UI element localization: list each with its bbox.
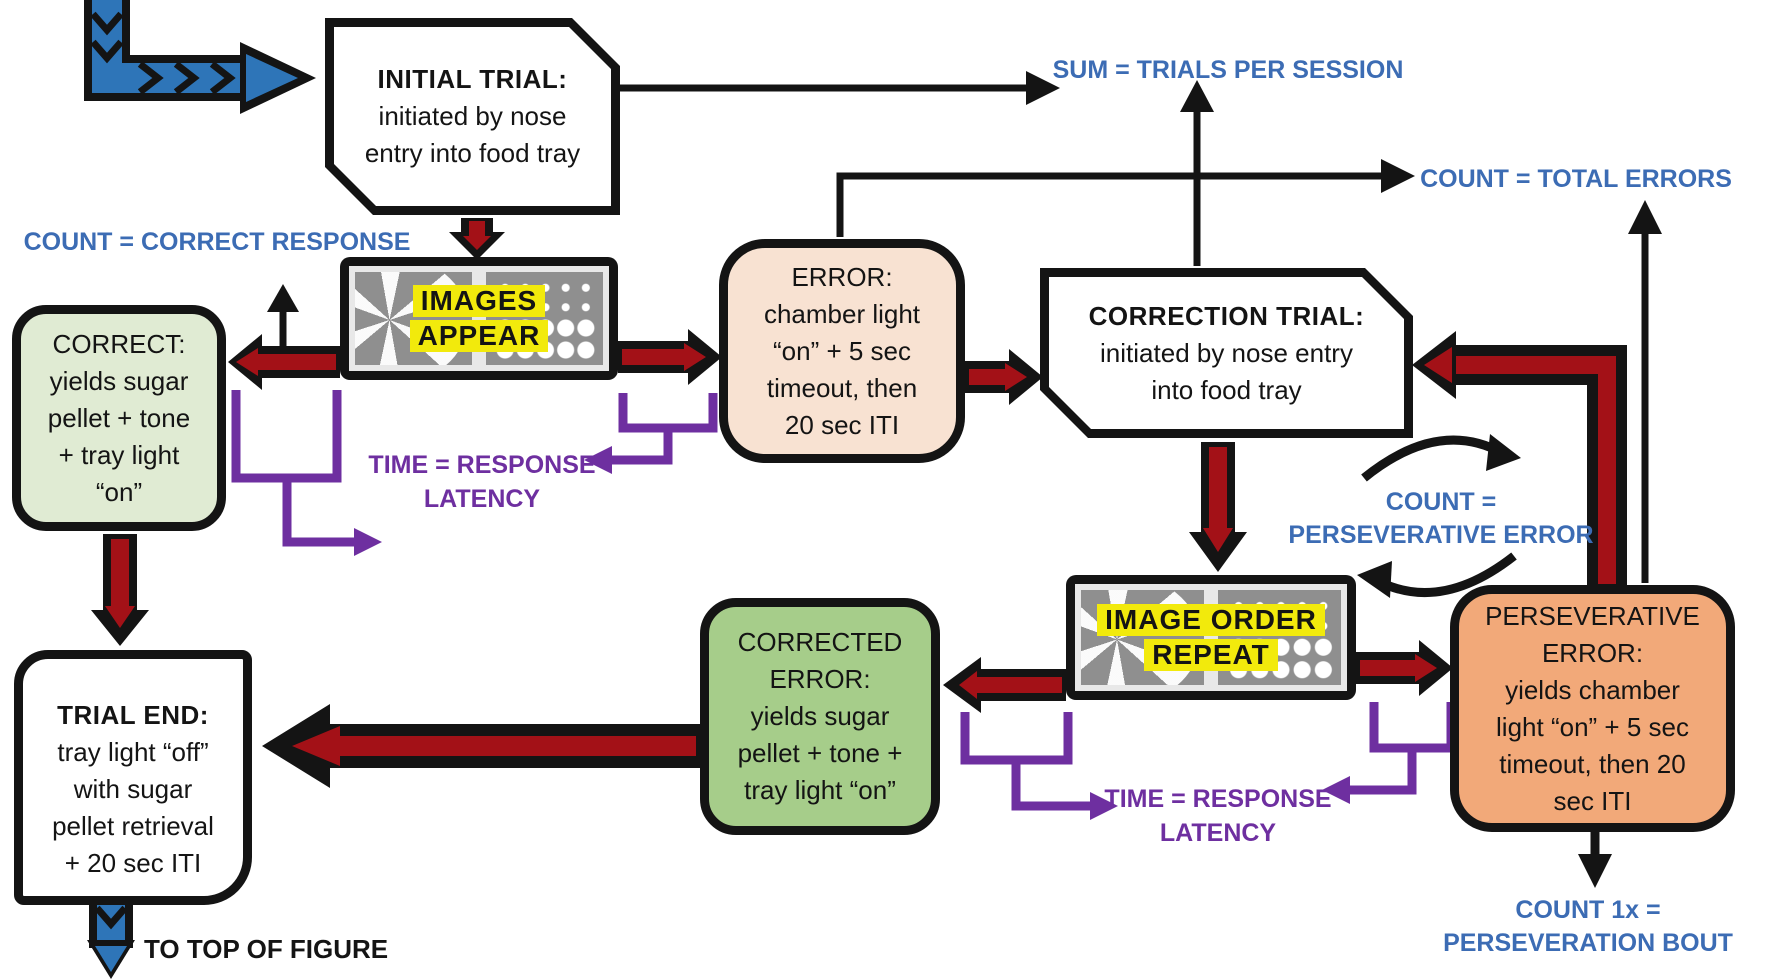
flow-exit-arrow-icon bbox=[87, 902, 135, 979]
perseverative-title: PERSEVERATIVE bbox=[1485, 600, 1700, 631]
trial-end-line: pellet retrieval bbox=[52, 811, 214, 841]
arrow-correction-to-imageorder bbox=[1189, 442, 1247, 572]
corrected-error-line: tray light “on” bbox=[744, 775, 896, 805]
arrow-perseverative-to-total-errors bbox=[1628, 200, 1662, 583]
arrow-correction-to-sum bbox=[1180, 80, 1214, 266]
arrow-perseverative-to-correction bbox=[1412, 331, 1627, 586]
arrow-images-to-error bbox=[618, 329, 722, 385]
error-line: chamber light bbox=[763, 298, 921, 329]
image-order-label: IMAGE ORDER bbox=[1097, 604, 1325, 636]
correct-title: CORRECT: bbox=[52, 328, 186, 359]
arrow-initial-to-images bbox=[449, 218, 505, 260]
correct-line: “on” bbox=[95, 476, 143, 507]
correct-line: + tray light bbox=[58, 439, 180, 470]
time-response-latency-label-1: TIME = RESPONSE LATENCY bbox=[368, 451, 596, 513]
perseverative-line: timeout, then 20 bbox=[1499, 748, 1686, 779]
latency-bracket-correct bbox=[231, 390, 382, 556]
latency-bracket-corrected bbox=[960, 712, 1118, 820]
time-response-latency-label-2: TIME = RESPONSE LATENCY bbox=[1104, 785, 1332, 847]
initial-trial-line: initiated by nose bbox=[378, 101, 567, 131]
arrow-initial-to-sum bbox=[620, 71, 1060, 105]
error-line: timeout, then bbox=[766, 372, 918, 403]
count-correct-response-label: COUNT = CORRECT RESPONSE bbox=[23, 228, 411, 256]
images-appear-label: APPEAR bbox=[409, 320, 549, 352]
error-title: ERROR: bbox=[791, 261, 893, 292]
error-line: “on” + 5 sec bbox=[772, 335, 911, 366]
error-line: 20 sec ITI bbox=[784, 409, 900, 440]
latency-bracket-error bbox=[584, 393, 718, 474]
arrow-images-to-correct bbox=[228, 334, 340, 390]
touchscreen-photo: IMAGES APPEAR bbox=[349, 266, 609, 371]
perseverative-line: yields chamber bbox=[1505, 674, 1680, 705]
correct-line: pellet + tone bbox=[47, 402, 191, 433]
latency-bracket-perseverative bbox=[1322, 702, 1456, 804]
to-top-of-figure-label: TO TOP OF FIGURE bbox=[144, 934, 389, 964]
perseverative-line: sec ITI bbox=[1553, 785, 1632, 816]
arrow-correct-to-trialend bbox=[91, 534, 149, 646]
arrow-imageorder-to-corrected bbox=[943, 657, 1066, 713]
trial-end-line: with sugar bbox=[73, 774, 193, 804]
perseverative-title: ERROR: bbox=[1541, 637, 1644, 668]
images-appear-panel: IMAGES APPEAR bbox=[340, 257, 618, 380]
correction-trial-title: CORRECTION TRIAL: bbox=[1088, 300, 1365, 331]
trial-end-box: TRIAL END: tray light “off” with sugar p… bbox=[14, 650, 252, 905]
initial-trial-box: INITIAL TRIAL: initiated by nose entry i… bbox=[325, 18, 620, 215]
corrected-error-line: pellet + tone + bbox=[737, 738, 903, 768]
corrected-error-title: ERROR: bbox=[769, 664, 871, 694]
correction-trial-box: CORRECTION TRIAL: initiated by nose entr… bbox=[1040, 268, 1413, 438]
correct-box: CORRECT: yields sugar pellet + tone + tr… bbox=[12, 305, 226, 531]
correction-trial-line: into food tray bbox=[1151, 374, 1302, 405]
images-appear-label: IMAGES bbox=[412, 285, 546, 317]
trial-end-line: tray light “off” bbox=[57, 737, 209, 767]
corrected-error-box: CORRECTED ERROR: yields sugar pellet + t… bbox=[700, 598, 940, 835]
count-1x-perseveration-bout-label: COUNT 1x = PERSEVERATION BOUT bbox=[1443, 896, 1733, 957]
arrow-error-to-correction bbox=[965, 349, 1043, 405]
correction-trial-line: initiated by nose entry bbox=[1100, 337, 1353, 368]
flow-entry-arrow-icon bbox=[84, 0, 316, 114]
arrow-perseverative-to-count1x bbox=[1578, 832, 1612, 888]
error-box: ERROR: chamber light “on” + 5 sec timeou… bbox=[719, 239, 965, 463]
trial-end-line: + 20 sec ITI bbox=[64, 848, 202, 878]
perseverative-line: light “on” + 5 sec bbox=[1496, 711, 1689, 742]
count-perseverative-error-label: COUNT = PERSEVERATIVE ERROR bbox=[1288, 488, 1594, 549]
count-total-errors-label: COUNT = TOTAL ERRORS bbox=[1420, 165, 1732, 193]
initial-trial-line: entry into food tray bbox=[364, 138, 581, 168]
sum-trials-per-session-label: SUM = TRIALS PER SESSION bbox=[1052, 56, 1404, 84]
cycle-arrows-icon bbox=[1357, 434, 1521, 598]
perseverative-error-box: PERSEVERATIVE ERROR: yields chamber ligh… bbox=[1450, 585, 1735, 832]
corrected-error-title: CORRECTED bbox=[737, 627, 903, 657]
correct-line: yields sugar bbox=[49, 365, 189, 396]
arrow-error-to-total-errors bbox=[836, 159, 1415, 237]
trial-end-title: TRIAL END: bbox=[57, 700, 209, 730]
image-order-repeat-panel: IMAGE ORDER REPEAT bbox=[1066, 575, 1356, 700]
image-order-label: REPEAT bbox=[1144, 639, 1278, 671]
corrected-error-line: yields sugar bbox=[750, 701, 890, 731]
initial-trial-title: INITIAL TRIAL: bbox=[377, 64, 568, 94]
arrow-corrected-to-trialend bbox=[262, 704, 700, 788]
touchscreen-photo: IMAGE ORDER REPEAT bbox=[1075, 584, 1347, 691]
arrow-imageorder-to-perseverative bbox=[1356, 640, 1453, 696]
